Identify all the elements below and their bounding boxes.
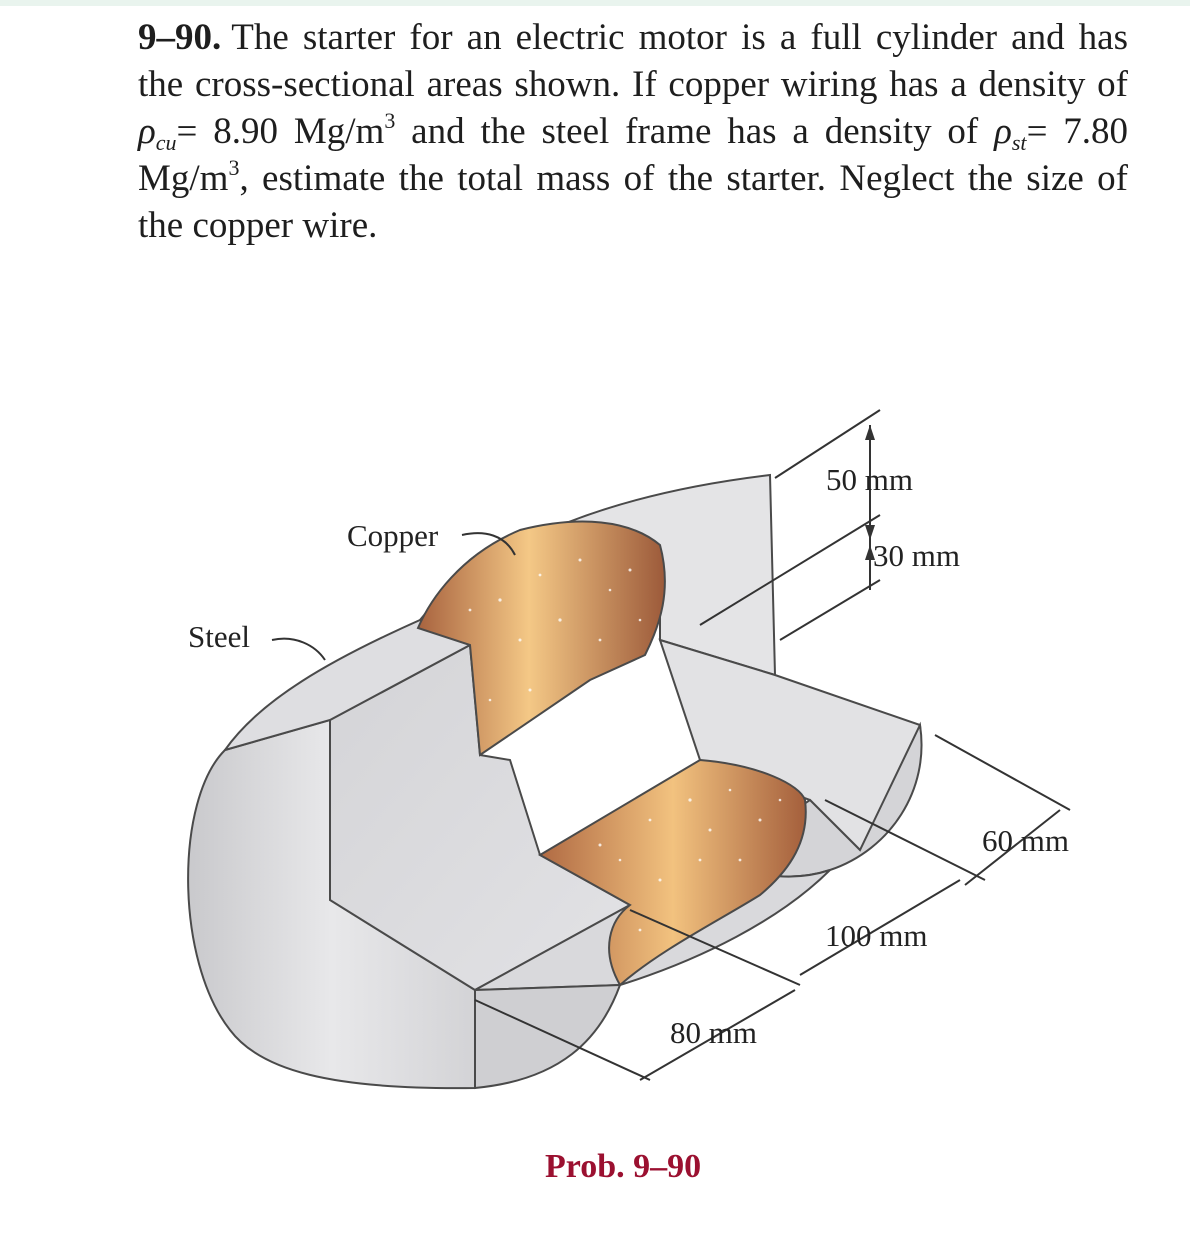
figure-caption: Prob. 9–90 (545, 1148, 701, 1185)
problem-statement: 9–90.The starter for an electric motor i… (138, 14, 1128, 249)
steel-outer-surface (222, 618, 473, 752)
cylinder-end-cap (187, 718, 476, 1090)
problem-text-2: and the steel frame has a density of (411, 111, 979, 152)
dimension-arrowheads (865, 425, 875, 560)
copper-speckles (468, 558, 782, 932)
copper-lower-region (537, 758, 807, 987)
label-steel: Steel (188, 619, 250, 654)
rho-symbol-cu: ρ (138, 111, 156, 152)
rho-symbol-st: ρ (994, 111, 1012, 152)
subscript-cu: cu (155, 130, 177, 155)
dimension-80mm: 80 mm (670, 1015, 757, 1050)
dimension-30mm: 30 mm (873, 538, 960, 573)
copper-upper-region (416, 520, 666, 757)
subscript-st: st (1011, 130, 1027, 155)
dimension-lines (474, 409, 1071, 1081)
top-border-line (0, 0, 1190, 6)
steel-leader-line (271, 637, 326, 661)
superscript-3-b: 3 (228, 155, 240, 180)
problem-number: 9–90. (138, 17, 222, 58)
label-copper: Copper (347, 518, 439, 553)
problem-text-1: The starter for an electric motor is a f… (138, 17, 1128, 105)
dimension-50mm: 50 mm (826, 462, 913, 497)
dimension-60mm: 60 mm (982, 823, 1069, 858)
copper-leader-line (461, 532, 516, 556)
steel-lower-front (474, 983, 622, 1090)
density-copper-value: = 8.90 Mg/m (176, 111, 385, 152)
dimension-100mm: 100 mm (825, 918, 927, 953)
problem-text-3: , estimate the total mass of the starter… (138, 158, 1128, 246)
density-steel-value: = 7.80 Mg/m (138, 111, 1129, 199)
superscript-3-a: 3 (384, 108, 396, 133)
